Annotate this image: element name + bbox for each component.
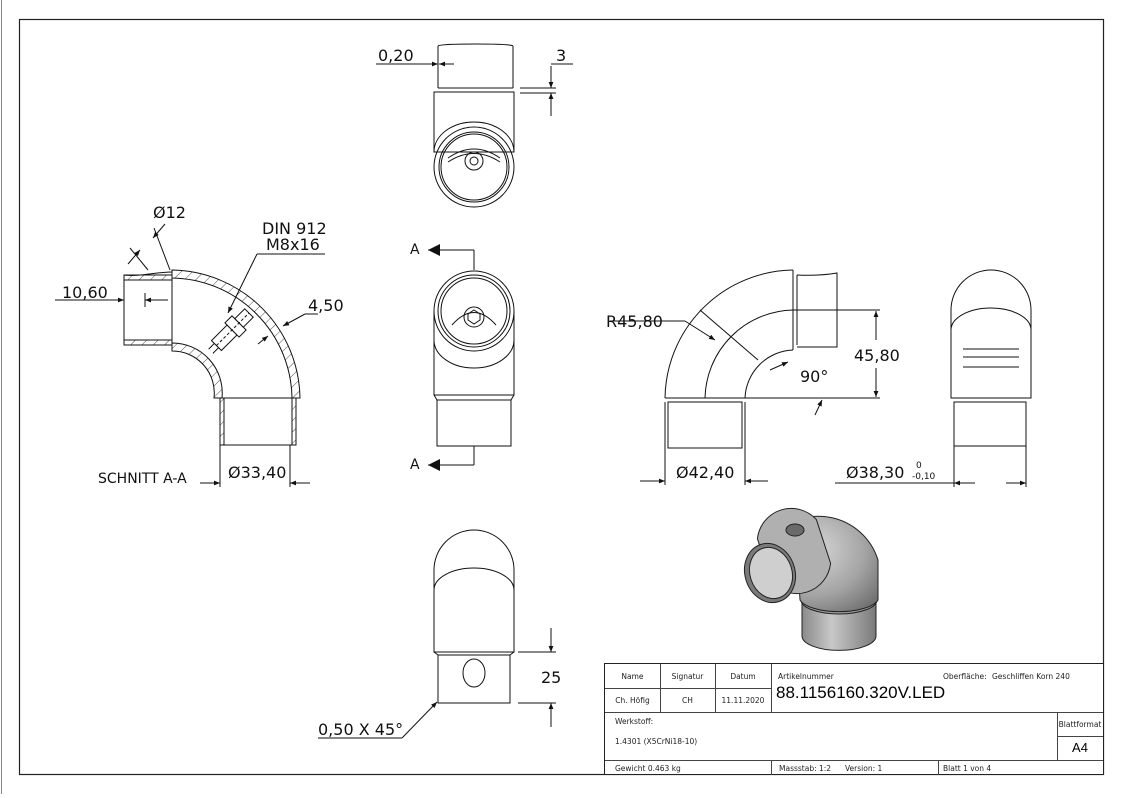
value-signature: CH (682, 696, 693, 705)
bottom-view (318, 529, 556, 739)
value-date: 11.11.2020 (721, 696, 765, 705)
dim-fit-tol-lower: -0,10 (912, 472, 936, 482)
header-date: Datum (730, 672, 756, 681)
material-label: Werkstoff: (615, 717, 654, 726)
cut-marker-bottom: A (410, 457, 420, 473)
top-view (376, 43, 573, 208)
dim-chamfer: 0,50 X 45° (318, 720, 403, 739)
section-label: SCHNITT A-A (98, 471, 187, 487)
section-view-a-a (55, 223, 325, 487)
dim-section-length: 10,60 (62, 283, 108, 302)
dim-section-hole-dia: Ø12 (153, 203, 186, 222)
header-name: Name (621, 672, 644, 681)
header-signature: Signatur (671, 672, 704, 681)
article-label: Artikelnummer (778, 672, 834, 681)
dim-outer-dia: Ø42,40 (676, 463, 734, 482)
isometric-view (743, 507, 879, 651)
elevation-view (610, 269, 880, 485)
dim-top-offset: 0,20 (378, 46, 414, 65)
end-view (835, 269, 1032, 487)
format-label: Blattformat (1058, 720, 1102, 729)
dim-radius: R45,80 (606, 312, 663, 331)
version-value: Version: 1 (845, 764, 883, 773)
format-value: A4 (1072, 740, 1088, 755)
sheet-value: Blatt 1 von 4 (943, 764, 992, 773)
cut-marker-top: A (410, 242, 420, 258)
dim-top-step: 3 (556, 46, 566, 65)
title-block: Name Signatur Datum Ch. Höfig CH 11.11.2… (604, 663, 1104, 775)
article-number: 88.1156160.320V.LED (776, 683, 946, 702)
material-value: 1.4301 (X5CrNi18-10) (615, 737, 698, 746)
scale-value: Massstab: 1:2 (779, 764, 832, 773)
dim-screw-spec-2: M8x16 (266, 235, 320, 254)
front-view (428, 249, 515, 466)
value-name: Ch. Höfig (615, 696, 650, 705)
dim-wall: 4,50 (308, 296, 344, 315)
dim-angle: 90° (800, 367, 828, 386)
dim-height: 45,80 (854, 346, 900, 365)
weight-value: Gewicht 0.463 kg (615, 764, 681, 773)
dim-fit-dia: Ø38,30 (846, 463, 904, 482)
surface-value: Geschliffen Korn 240 (992, 672, 1070, 681)
drawing-frame (18, 18, 1105, 776)
dim-fit-tol-upper: 0 (916, 461, 922, 471)
dim-section-dia: Ø33,40 (228, 463, 286, 482)
dim-fit-length: 25 (541, 668, 561, 687)
dim-screw-spec-1: DIN 912 (262, 219, 327, 238)
surface-label: Oberfläche: (943, 672, 987, 681)
